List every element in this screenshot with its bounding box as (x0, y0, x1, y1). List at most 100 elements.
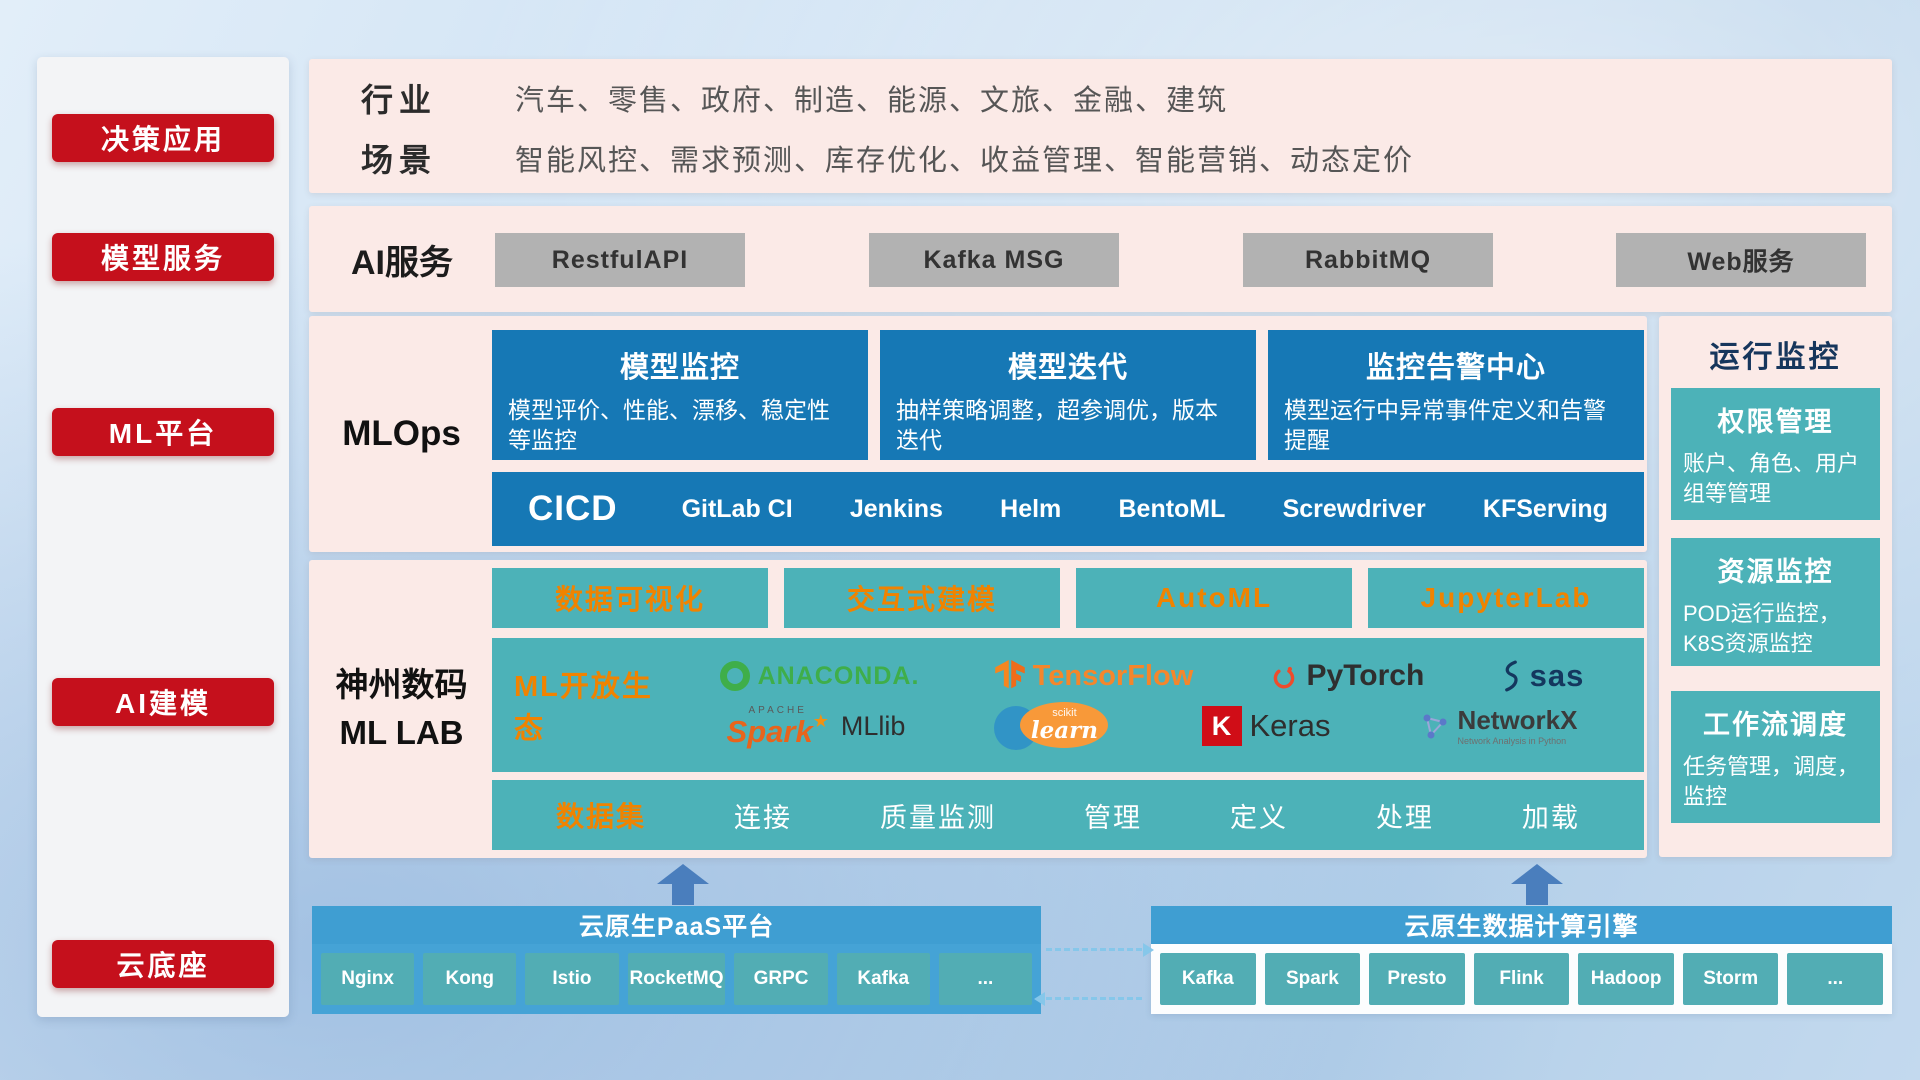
anaconda-wordmark: ANACONDA. (757, 661, 920, 690)
service-chip-kafka-msg[interactable]: Kafka MSG (869, 233, 1119, 287)
chip-presto[interactable]: Presto (1369, 953, 1465, 1005)
chip-spark[interactable]: Spark (1264, 953, 1361, 1005)
card-title: 权限管理 (1717, 407, 1834, 437)
dataset-bar: 数据集 连接 质量监测 管理 定义 处理 加载 (492, 780, 1644, 850)
tensorflow-wordmark: TensorFlow (1032, 659, 1194, 692)
tile-automl[interactable]: AutoML (1076, 568, 1352, 628)
industry-scene-panel: 行业 汽车、零售、政府、制造、能源、文旅、金融、建筑 场景 智能风控、需求预测、… (309, 59, 1892, 193)
cicd-item-bentoml: BentoML (1118, 494, 1226, 523)
dataset-item-define: 定义 (1229, 802, 1288, 833)
chip-nginx[interactable]: Nginx (321, 953, 415, 1005)
ecosystem-label: ML开放生态 (514, 671, 653, 745)
card-desc: 模型运行中异常事件定义和告警提醒 (1284, 397, 1606, 453)
left-sidebar: 决策应用 模型服务 ML平台 AI建模 云底座 (37, 57, 289, 1017)
card-title: 资源监控 (1717, 557, 1834, 587)
scikit-learn-logo: scikit learn (994, 700, 1112, 752)
runtime-monitor-panel: 运行监控 权限管理 账户、角色、用户组等管理 资源监控 POD运行监控，K8S资… (1659, 316, 1892, 857)
sidebar-item-ai-modeling[interactable]: AI建模 (52, 678, 274, 726)
card-title: 模型迭代 (1007, 352, 1128, 384)
chip-more[interactable]: ... (938, 953, 1032, 1005)
apache-label: APACHE (748, 704, 807, 716)
dataset-item-load: 加载 (1521, 802, 1580, 833)
ml-open-ecosystem: ML开放生态 ANACONDA. TensorFlow (492, 638, 1644, 772)
anaconda-icon (719, 661, 750, 691)
card-permission-mgmt: 权限管理 账户、角色、用户组等管理 (1671, 388, 1880, 520)
card-model-monitoring: 模型监控 模型评价、性能、漂移、稳定性等监控 (492, 330, 868, 460)
card-alert-center: 监控告警中心 模型运行中异常事件定义和告警提醒 (1268, 330, 1644, 460)
chip-kong[interactable]: Kong (423, 953, 517, 1005)
cloud-engine-group: 云原生数据计算引擎 Kafka Spark Presto Flink Hadoo… (1151, 906, 1892, 1014)
ai-service-panel: AI服务 RestfulAPI Kafka MSG RabbitMQ Web服务 (309, 206, 1892, 312)
dataset-label: 数据集 (556, 801, 647, 832)
card-desc: 任务管理，调度，监控 (1683, 754, 1860, 809)
tile-data-visualization[interactable]: 数据可视化 (492, 568, 768, 628)
keras-logo: K Keras (1201, 706, 1330, 746)
tile-interactive-modeling[interactable]: 交互式建模 (784, 568, 1060, 628)
scikit-label: scikit (1052, 707, 1077, 719)
scene-label: 场景 (361, 142, 438, 178)
ecosystem-logo-row-1: ANACONDA. TensorFlow (682, 658, 1622, 694)
lab-tools-row: 数据可视化 交互式建模 AutoML JupyterLab (492, 568, 1644, 628)
card-title: 工作流调度 (1703, 710, 1848, 740)
card-desc: 抽样策略调整，超参调优，版本迭代 (896, 397, 1218, 453)
chip-grpc[interactable]: GRPC (734, 953, 828, 1005)
scene-row: 场景 智能风控、需求预测、库存优化、收益管理、智能营销、动态定价 (361, 135, 1414, 181)
pytorch-icon (1273, 666, 1294, 689)
up-arrow-icon (657, 864, 709, 905)
networkx-subtitle: Network Analysis in Python (1457, 735, 1567, 746)
pytorch-wordmark: PyTorch (1306, 659, 1425, 692)
learn-label: learn (1030, 717, 1098, 744)
mlops-label: MLOps (342, 414, 461, 453)
ecosystem-logo-row-2: APACHE Spark ★ MLlib scikit learn (682, 700, 1622, 752)
chip-rocketmq[interactable]: RocketMQ (627, 953, 726, 1005)
card-title: 模型监控 (619, 352, 740, 384)
sidebar-item-cloud-base[interactable]: 云底座 (52, 940, 274, 988)
anaconda-logo: ANACONDA. (719, 661, 920, 691)
mlops-cards-row: 模型监控 模型评价、性能、漂移、稳定性等监控 模型迭代 抽样策略调整，超参调优，… (492, 330, 1644, 460)
dataset-item-connect: 连接 (734, 802, 792, 833)
pytorch-logo: PyTorch (1269, 659, 1425, 693)
sidebar-item-ml-platform[interactable]: ML平台 (52, 408, 274, 456)
chip-storm[interactable]: Storm (1682, 953, 1779, 1005)
cicd-label: CICD (528, 489, 618, 528)
runtime-monitor-title: 运行监控 (1709, 341, 1842, 374)
card-resource-monitor: 资源监控 POD运行监控，K8S资源监控 (1671, 538, 1880, 666)
sidebar-item-decision-apps[interactable]: 决策应用 (52, 114, 274, 162)
ml-lab-label-line2: ML LAB (339, 714, 464, 751)
chip-istio[interactable]: Istio (525, 953, 619, 1005)
industry-label: 行业 (361, 82, 438, 118)
service-chip-rabbitmq[interactable]: RabbitMQ (1243, 233, 1493, 287)
dataset-item-quality: 质量监测 (879, 802, 996, 833)
cicd-bar: CICD GitLab CI Jenkins Helm BentoML Scre… (492, 472, 1644, 546)
scikit-learn-badge: scikit learn (1020, 702, 1109, 748)
cicd-item-gitlab-ci: GitLab CI (681, 494, 793, 523)
networkx-wordmark: NetworkX (1457, 704, 1578, 735)
tile-jupyterlab[interactable]: JupyterLab (1368, 568, 1644, 628)
sas-logo: sas (1500, 658, 1585, 694)
industry-value: 汽车、零售、政府、制造、能源、文旅、金融、建筑 (515, 85, 1229, 117)
card-desc: POD运行监控，K8S资源监控 (1683, 601, 1841, 656)
chip-kafka[interactable]: Kafka (1160, 953, 1256, 1005)
service-chip-restfulapi[interactable]: RestfulAPI (495, 233, 745, 287)
service-chip-web[interactable]: Web服务 (1616, 233, 1866, 287)
dataset-item-manage: 管理 (1083, 802, 1142, 833)
sas-wordmark: sas (1529, 658, 1585, 693)
sas-swoosh-icon (1504, 660, 1518, 692)
chip-flink[interactable]: Flink (1473, 953, 1570, 1005)
chip-more[interactable]: ... (1787, 953, 1884, 1005)
card-workflow-scheduler: 工作流调度 任务管理，调度，监控 (1671, 691, 1880, 823)
card-title: 监控告警中心 (1365, 352, 1546, 384)
mllib-wordmark: MLlib (840, 710, 906, 741)
tensorflow-icon (994, 660, 1025, 689)
keras-icon: K (1201, 706, 1242, 746)
cloud-paas-items: Nginx Kong Istio RocketMQ GRPC Kafka ... (312, 944, 1041, 1014)
cicd-item-helm: Helm (1000, 494, 1062, 523)
chip-kafka[interactable]: Kafka (836, 953, 930, 1005)
cloud-engine-title: 云原生数据计算引擎 (1151, 906, 1892, 944)
chip-hadoop[interactable]: Hadoop (1578, 953, 1674, 1005)
sidebar-item-model-service[interactable]: 模型服务 (52, 233, 274, 281)
cicd-items-row: GitLab CI Jenkins Helm BentoML Screwdriv… (682, 495, 1608, 524)
networkx-icon (1423, 714, 1447, 739)
spark-star-icon: ★ (812, 710, 829, 731)
